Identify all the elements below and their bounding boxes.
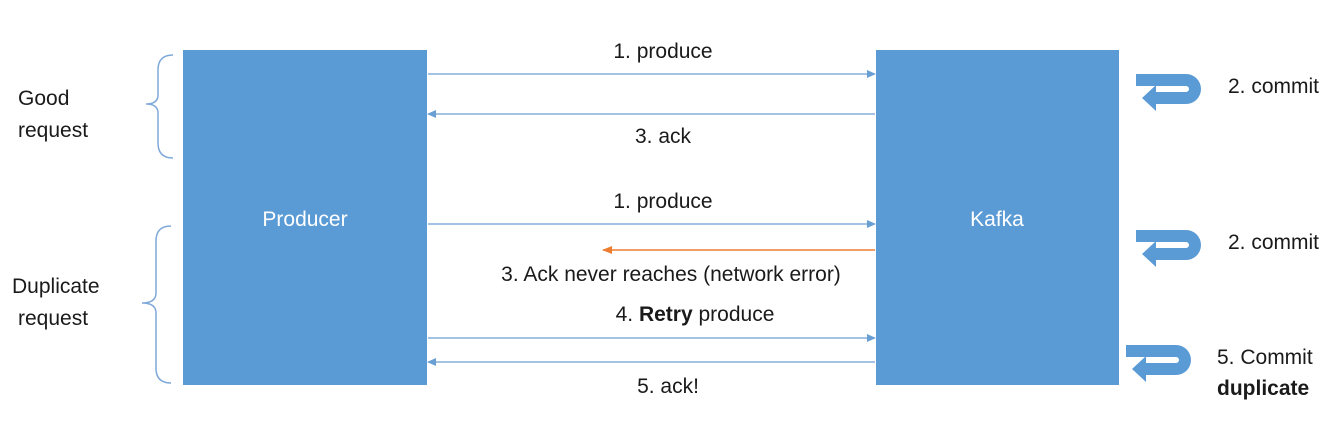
kafka-label: Kafka xyxy=(970,208,1024,231)
commit-loop-icon xyxy=(1126,345,1191,382)
duplicate-request-label-line2: request xyxy=(18,307,88,330)
kafka-box xyxy=(876,50,1119,385)
retry-bold-word: Retry xyxy=(639,303,693,326)
duplicate-request-brace xyxy=(141,225,172,384)
ack-label-3: 3. ack xyxy=(635,125,692,148)
commit-loop-icon xyxy=(1136,230,1201,267)
commit-duplicate-line2: duplicate xyxy=(1217,377,1309,400)
retry-number: 4. xyxy=(616,303,639,326)
producer-box xyxy=(183,50,427,385)
commit-label-a: 2. commit xyxy=(1228,75,1319,98)
duplicate-request-label-line1: Duplicate xyxy=(12,275,100,298)
commit-loop-icon xyxy=(1136,74,1201,111)
retry-produce-label: 4. Retry produce xyxy=(616,303,775,326)
commit-label-b: 2. commit xyxy=(1228,231,1319,254)
good-request-label-line2: request xyxy=(18,119,88,142)
producer-label: Producer xyxy=(262,208,347,231)
good-request-brace xyxy=(145,54,174,159)
lost-ack-label: 3. Ack never reaches (network error) xyxy=(501,263,841,286)
commit-duplicate-line1: 5. Commit xyxy=(1217,346,1313,369)
good-request-label-line1: Good xyxy=(18,87,69,110)
retry-rest: produce xyxy=(693,303,775,326)
produce-label-1b: 1. produce xyxy=(613,190,712,213)
produce-label-1: 1. produce xyxy=(613,40,712,63)
ack-label-5: 5. ack! xyxy=(637,375,699,398)
